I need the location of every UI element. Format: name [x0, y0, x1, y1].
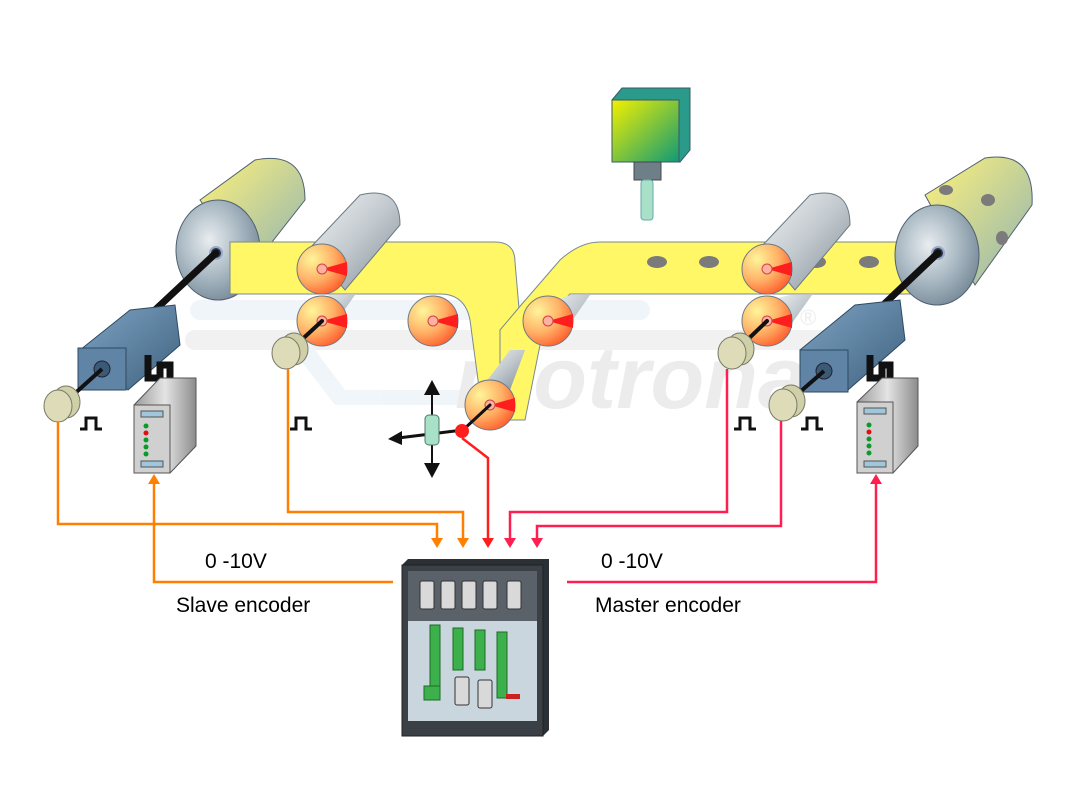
dancer-position-indicator [388, 380, 469, 478]
right-nip-encoder [717, 332, 755, 370]
nip-roller-top-right [741, 243, 793, 295]
master-signal-wires [461, 369, 878, 584]
print-mark [647, 256, 667, 268]
roller-faces [296, 243, 793, 431]
left-nip-encoder [271, 332, 309, 370]
arrow-left-icon [388, 431, 402, 445]
encoders [43, 332, 806, 423]
controller-terminal-blocks [423, 624, 508, 701]
pulse-signal-icons [80, 416, 823, 431]
guide-roller-2 [522, 295, 574, 347]
register-controller [401, 559, 549, 737]
print-mark [699, 256, 719, 268]
right-master-encoder [768, 384, 806, 422]
pulse-signal-icon [801, 416, 823, 431]
guide-roller-1 [407, 295, 459, 347]
controller-sub-d-ports [419, 580, 522, 610]
master-voltage-label: 0 -10V [601, 550, 663, 573]
right-drive-amplifier [856, 355, 919, 474]
master-arrowheads [482, 474, 882, 548]
slave-signal-wires [56, 369, 465, 584]
left-slave-encoder [43, 385, 81, 423]
slave-arrowheads [148, 474, 469, 548]
arrow-down-icon [424, 463, 440, 478]
left-drive-amplifier [133, 355, 197, 474]
watermark-registered-mark: ® [800, 305, 816, 330]
slave-voltage-label: 0 -10V [205, 550, 267, 573]
nip-roller-top-left [296, 243, 348, 295]
arrow-up-icon [424, 380, 440, 395]
right-rewind-roll [894, 156, 1033, 306]
print-mark [859, 256, 879, 268]
pulse-signal-icon [290, 416, 312, 431]
master-encoder-label: Master encoder [595, 594, 741, 617]
pulse-signal-icon [80, 416, 102, 431]
pulse-signal-icon [734, 416, 756, 431]
slave-encoder-label: Slave encoder [176, 594, 310, 617]
print-mark-sensor [611, 87, 691, 221]
left-slave-drive-motor [70, 304, 181, 398]
